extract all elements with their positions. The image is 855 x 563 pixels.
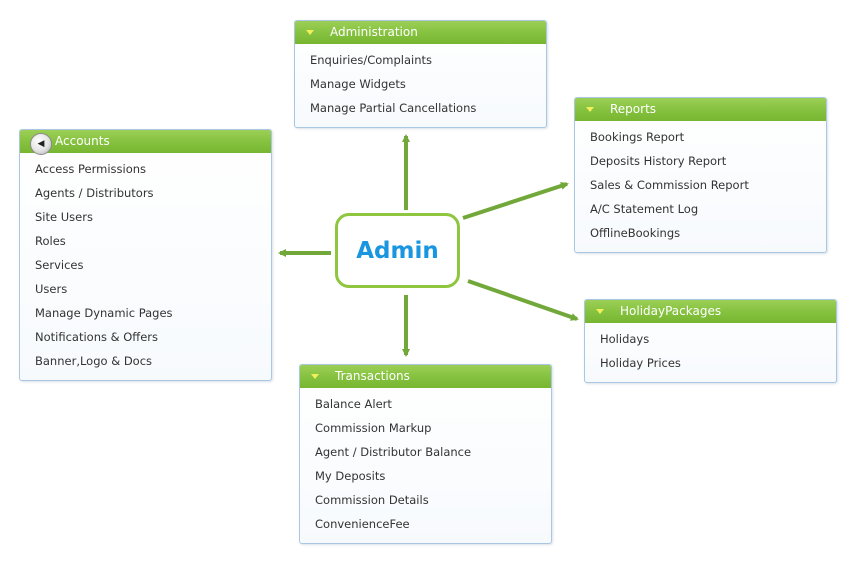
menu-item-access-permissions[interactable]: Access Permissions — [35, 162, 147, 176]
menu-item-manage-dynamic-pages[interactable]: Manage Dynamic Pages — [35, 306, 173, 320]
menu-item-holidays[interactable]: Holidays — [600, 332, 650, 346]
menu-item-sales-commission-report[interactable]: Sales & Commission Report — [590, 178, 749, 192]
arrow-to-holiday-packages — [467, 279, 579, 321]
administration-title: Administration — [330, 25, 418, 39]
menu-item-offline-bookings[interactable]: OfflineBookings — [590, 226, 681, 240]
accounts-header[interactable]: Accounts — [20, 130, 271, 153]
back-arrow-icon[interactable]: ◀ — [30, 133, 52, 155]
caret-down-icon — [586, 107, 594, 112]
menu-item-manage-widgets[interactable]: Manage Widgets — [310, 77, 406, 91]
menu-item-services[interactable]: Services — [35, 258, 84, 272]
caret-down-icon — [311, 374, 319, 379]
admin-label: Admin — [356, 237, 439, 264]
menu-item-roles[interactable]: Roles — [35, 234, 66, 248]
reports-panel: Reports Bookings Report Deposits History… — [574, 97, 827, 253]
menu-item-ac-statement-log[interactable]: A/C Statement Log — [590, 202, 699, 216]
menu-item-enquiries-complaints[interactable]: Enquiries/Complaints — [310, 53, 432, 67]
transactions-title: Transactions — [335, 369, 410, 383]
menu-item-manage-partial-cancellations[interactable]: Manage Partial Cancellations — [310, 101, 477, 115]
holiday-packages-header[interactable]: HolidayPackages — [585, 300, 836, 323]
holiday-packages-title: HolidayPackages — [620, 304, 722, 318]
menu-item-holiday-prices[interactable]: Holiday Prices — [600, 356, 681, 370]
admin-center-node: Admin — [335, 213, 460, 288]
transactions-header[interactable]: Transactions — [300, 365, 551, 388]
caret-down-icon — [306, 30, 314, 35]
menu-item-agents-distributors[interactable]: Agents / Distributors — [35, 186, 154, 200]
administration-header[interactable]: Administration — [295, 21, 546, 44]
menu-item-bookings-report[interactable]: Bookings Report — [590, 130, 685, 144]
menu-item-deposits-history-report[interactable]: Deposits History Report — [590, 154, 727, 168]
menu-item-site-users[interactable]: Site Users — [35, 210, 93, 224]
arrow-to-reports — [462, 182, 569, 220]
accounts-panel: Accounts Access Permissions Agents / Dis… — [19, 129, 272, 381]
menu-item-commission-details[interactable]: Commission Details — [315, 493, 429, 507]
reports-header[interactable]: Reports — [575, 98, 826, 121]
accounts-title: Accounts — [55, 134, 110, 148]
menu-item-notifications-offers[interactable]: Notifications & Offers — [35, 330, 159, 344]
menu-item-my-deposits[interactable]: My Deposits — [315, 469, 386, 483]
reports-title: Reports — [610, 102, 657, 116]
administration-panel: Administration Enquiries/Complaints Mana… — [294, 20, 547, 128]
menu-item-banner-logo-docs[interactable]: Banner,Logo & Docs — [35, 354, 153, 368]
transactions-panel: Transactions Balance Alert Commission Ma… — [299, 364, 552, 544]
menu-item-balance-alert[interactable]: Balance Alert — [315, 397, 392, 411]
menu-item-agent-distributor-balance[interactable]: Agent / Distributor Balance — [315, 445, 472, 459]
caret-down-icon — [596, 309, 604, 314]
menu-item-commission-markup[interactable]: Commission Markup — [315, 421, 432, 435]
menu-item-convenience-fee[interactable]: ConvenienceFee — [315, 517, 410, 531]
menu-item-users[interactable]: Users — [35, 282, 68, 296]
holiday-packages-panel: HolidayPackages Holidays Holiday Prices — [584, 299, 837, 383]
